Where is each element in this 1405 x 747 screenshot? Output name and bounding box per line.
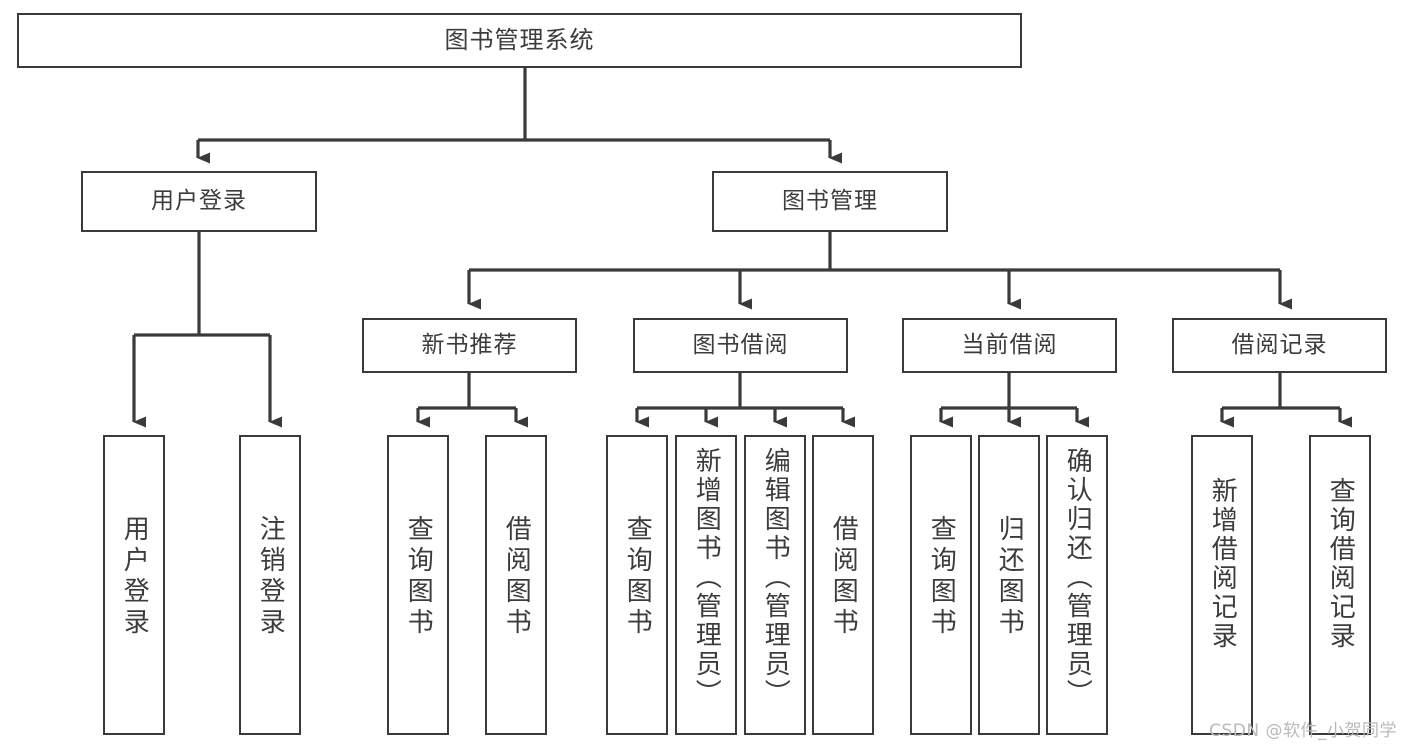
leaf-current-query-book[interactable]: 查询图书 bbox=[910, 435, 972, 735]
node-label: 借阅图书 bbox=[501, 515, 532, 639]
node-label: 查询图书 bbox=[403, 515, 434, 639]
node-label: 图书管理 bbox=[782, 187, 878, 214]
node-label: 新增图书（管理员） bbox=[691, 447, 722, 708]
node-root-book-management-system[interactable]: 图书管理系统 bbox=[17, 13, 1022, 68]
leaf-borrow-borrow-book[interactable]: 借阅图书 bbox=[812, 435, 874, 735]
node-label: 查询图书 bbox=[622, 515, 653, 639]
node-label: 注销登录 bbox=[255, 515, 286, 639]
watermark: CSDN @软件_小贺同学 bbox=[1209, 721, 1397, 741]
node-label: 借阅图书 bbox=[828, 515, 859, 639]
leaf-new-book-query-book[interactable]: 查询图书 bbox=[387, 435, 449, 735]
node-label: 图书借阅 bbox=[692, 331, 789, 358]
node-label: 用户登录 bbox=[151, 187, 247, 214]
node-new-book-recommend[interactable]: 新书推荐 bbox=[362, 318, 577, 373]
node-label: 归还图书 bbox=[994, 515, 1025, 639]
node-current-borrow[interactable]: 当前借阅 bbox=[902, 318, 1117, 373]
leaf-edit-book-admin[interactable]: 编辑图书（管理员） bbox=[744, 435, 806, 735]
node-label: 新增借阅记录 bbox=[1207, 477, 1238, 651]
node-label: 编辑图书（管理员） bbox=[760, 447, 791, 708]
node-borrow-record[interactable]: 借阅记录 bbox=[1172, 318, 1387, 373]
node-book-management[interactable]: 图书管理 bbox=[712, 171, 948, 232]
leaf-new-book-borrow-book[interactable]: 借阅图书 bbox=[485, 435, 547, 735]
node-user-login[interactable]: 用户登录 bbox=[81, 171, 317, 232]
node-label: 新书推荐 bbox=[421, 331, 518, 358]
leaf-return-book[interactable]: 归还图书 bbox=[978, 435, 1040, 735]
node-book-borrow[interactable]: 图书借阅 bbox=[633, 318, 848, 373]
leaf-add-book-admin[interactable]: 新增图书（管理员） bbox=[675, 435, 737, 735]
leaf-query-borrow-record[interactable]: 查询借阅记录 bbox=[1309, 435, 1371, 735]
node-label: 用户登录 bbox=[119, 515, 150, 639]
leaf-logout[interactable]: 注销登录 bbox=[239, 435, 301, 735]
node-label: 确认归还（管理员） bbox=[1062, 447, 1093, 708]
node-label: 查询图书 bbox=[926, 515, 957, 639]
leaf-user-login[interactable]: 用户登录 bbox=[103, 435, 165, 735]
node-label: 图书管理系统 bbox=[444, 26, 595, 55]
leaf-borrow-query-book[interactable]: 查询图书 bbox=[606, 435, 668, 735]
node-label: 查询借阅记录 bbox=[1325, 477, 1356, 651]
leaf-add-borrow-record[interactable]: 新增借阅记录 bbox=[1191, 435, 1253, 735]
node-label: 当前借阅 bbox=[961, 331, 1058, 358]
node-label: 借阅记录 bbox=[1231, 331, 1328, 358]
leaf-confirm-return-admin[interactable]: 确认归还（管理员） bbox=[1046, 435, 1108, 735]
